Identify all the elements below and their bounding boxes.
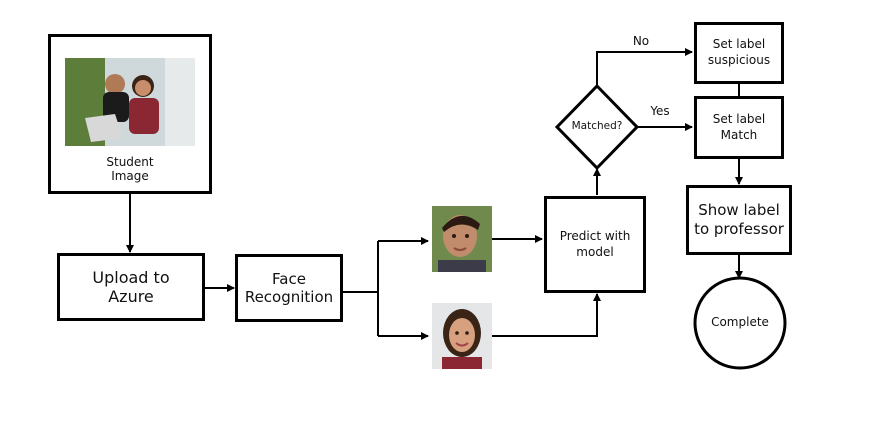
- face-recognition-label: Face Recognition: [244, 270, 334, 306]
- student-image-node: Student Image: [48, 34, 212, 194]
- face-male-icon: [432, 206, 492, 272]
- face-recognition-node: Face Recognition: [235, 254, 343, 322]
- predict-label: Predict with model: [559, 228, 631, 259]
- set-match-label: Set label Match: [712, 111, 766, 142]
- set-match-node: Set label Match: [694, 96, 784, 159]
- predict-node: Predict with model: [544, 196, 646, 293]
- arrow-no: [596, 48, 693, 86]
- student-photo-icon: [65, 58, 195, 146]
- upload-node: Upload to Azure: [57, 253, 205, 321]
- set-suspicious-label: Set label suspicious: [707, 37, 771, 67]
- arrow-face-bottom-to-predict: [492, 293, 601, 337]
- set-suspicious-node: Set label suspicious: [694, 22, 784, 84]
- edge-label-yes: Yes: [650, 104, 670, 118]
- student-image-label: Student Image: [106, 155, 154, 184]
- face-female-icon: [432, 303, 492, 369]
- show-label-node: Show label to professor: [686, 185, 792, 255]
- show-label-label: Show label to professor: [694, 200, 784, 239]
- complete-circle: [693, 276, 787, 370]
- matched-label: Matched?: [571, 120, 623, 132]
- matched-diamond: [554, 83, 640, 171]
- upload-label: Upload to Azure: [92, 267, 170, 306]
- edge-label-no: No: [632, 34, 650, 48]
- complete-label: Complete: [711, 315, 769, 329]
